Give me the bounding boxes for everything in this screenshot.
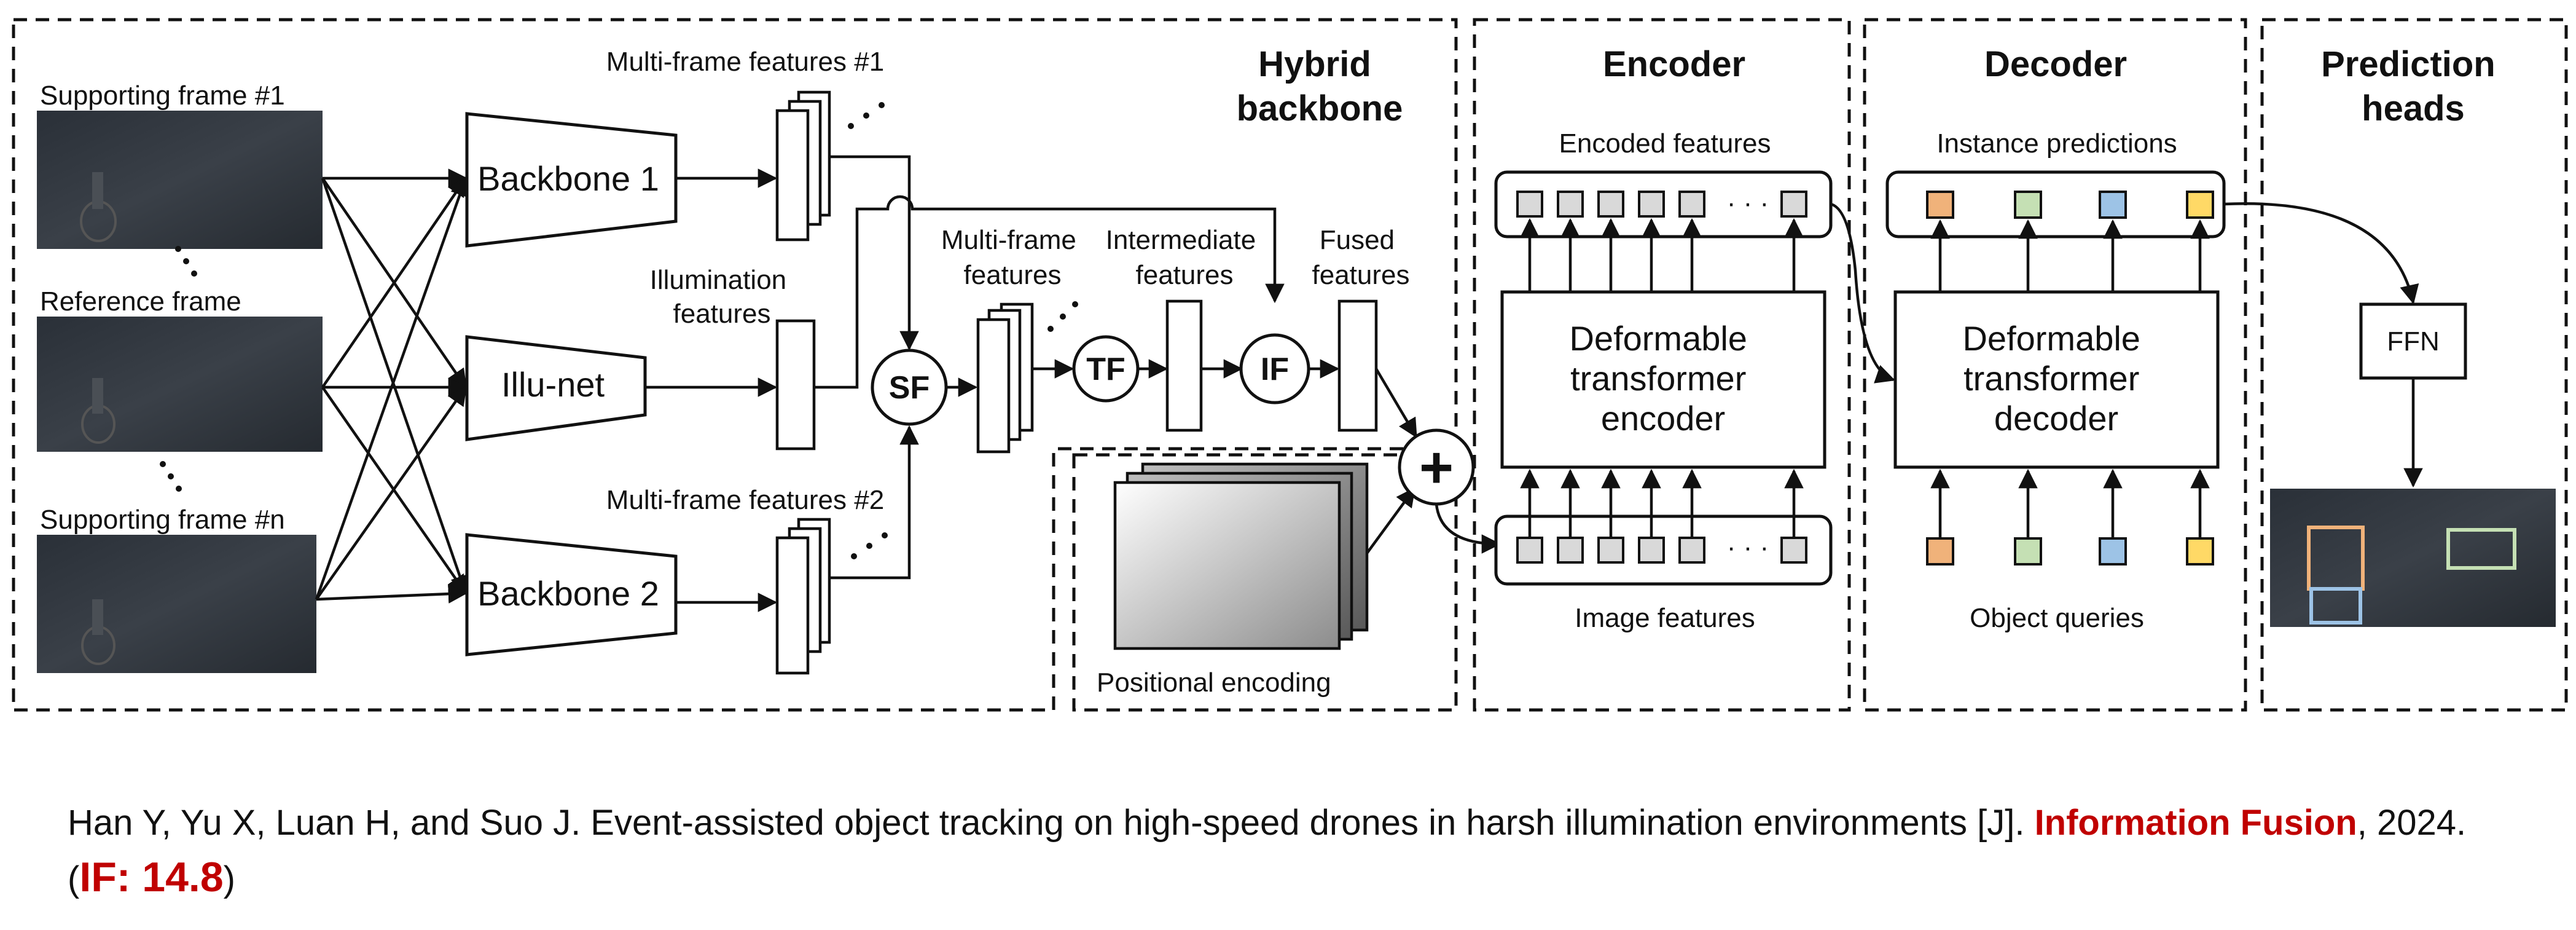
- positional-encoding-border: [1072, 453, 1458, 712]
- encoder-border: [1473, 18, 1851, 712]
- image-token: [1557, 537, 1584, 564]
- mf-dots: [1047, 301, 1078, 332]
- multi-frame-features-2-label: Multi-frame features #2: [606, 485, 884, 515]
- backbone-2-label: Backbone 2: [477, 574, 659, 613]
- deformable-encoder-label: Deformable transformer encoder: [1569, 319, 1756, 438]
- image-token-group: [1516, 537, 1807, 564]
- encoder-title: Encoder: [1603, 44, 1745, 84]
- mf1-dots: [848, 102, 885, 129]
- illumination-features-label: Illumination features: [650, 265, 794, 329]
- encoder-to-decoder-arrow: [1830, 202, 1895, 384]
- encoded-token: [1516, 191, 1543, 218]
- instance-predictions-row: [1885, 170, 2226, 238]
- architecture-diagram: Hybrid backbone Encoder Decoder Predicti…: [12, 18, 2568, 712]
- ffn-label: FFN: [2387, 326, 2440, 357]
- intermediate-features-label: Intermediate features: [1106, 225, 1264, 290]
- object-queries-label: Object queries: [1970, 603, 2144, 633]
- encoded-token: [1557, 191, 1584, 218]
- object-query: [2099, 537, 2127, 565]
- journal-name: Information Fusion: [2034, 803, 2357, 843]
- citation-close: ): [223, 859, 235, 899]
- object-query: [2186, 537, 2214, 565]
- frame-connections: [315, 168, 469, 604]
- image-features-label: Image features: [1575, 603, 1755, 633]
- add-symbol: +: [1419, 435, 1454, 500]
- backbone-2-block: Backbone 2: [465, 533, 678, 656]
- predictions-to-ffn-arrow: [2223, 202, 2419, 305]
- multi-frame-features-2-stack: [775, 518, 831, 675]
- backbone-1-block: Backbone 1: [465, 112, 678, 248]
- instance-prediction: [1926, 191, 1954, 219]
- multi-frame-features-1-stack: [775, 90, 831, 242]
- ffn-block: [2359, 302, 2467, 380]
- encoded-token-group: [1516, 191, 1807, 218]
- positional-encoding-label: Positional encoding: [1097, 668, 1331, 698]
- reference-frame-label: Reference frame: [40, 286, 241, 317]
- citation: Han Y, Yu X, Luan H, and Suo J. Event-as…: [68, 796, 2513, 907]
- deformable-encoder-block: [1500, 290, 1826, 469]
- supporting-frame-n-image: [37, 535, 316, 673]
- instance-prediction: [2099, 191, 2127, 219]
- encoded-token: [1638, 191, 1665, 218]
- fused-features-block: [1337, 299, 1378, 432]
- intermediate-features-block: [1165, 299, 1203, 432]
- reference-frame-image: [37, 317, 323, 452]
- encoded-token: [1678, 191, 1705, 218]
- image-token: [1638, 537, 1665, 564]
- section-borders: [12, 18, 2568, 712]
- deformable-decoder-label: Deformable transformer decoder: [1962, 319, 2150, 438]
- decoder-title: Decoder: [1984, 44, 2127, 84]
- prediction-heads-title: Prediction heads: [2321, 44, 2505, 128]
- decoder-queries-and-predictions: [1926, 191, 2214, 565]
- instance-predictions-label: Instance predictions: [1936, 128, 2177, 159]
- instance-prediction: [2186, 191, 2214, 219]
- supporting-frame-1-label: Supporting frame #1: [40, 81, 285, 111]
- image-token: [1597, 537, 1624, 564]
- fused-features-label: Fused features: [1312, 225, 1410, 290]
- mf2-dots: [851, 532, 888, 559]
- image-token: [1678, 537, 1705, 564]
- object-query: [2014, 537, 2042, 565]
- image-token: [1780, 537, 1807, 564]
- prediction-output-image: [2270, 489, 2556, 627]
- citation-text: Han Y, Yu X, Luan H, and Suo J. Event-as…: [68, 803, 2035, 843]
- supporting-frame-n-label: Supporting frame #n: [40, 505, 285, 535]
- supporting-frame-1-image: [37, 111, 323, 249]
- prediction-heads-border: [2260, 18, 2568, 712]
- add-to-image-features-arrow: [1435, 503, 1501, 554]
- instance-prediction: [2014, 191, 2042, 219]
- image-ellipsis: · · ·: [1727, 532, 1769, 562]
- hybrid-backbone-title: Hybrid backbone: [1237, 44, 1403, 128]
- citation-year: , 2024. (: [68, 803, 2467, 899]
- if-label: IF: [1261, 352, 1289, 387]
- multi-frame-features-label: Multi-frame features: [941, 225, 1084, 290]
- tf-label: TF: [1086, 352, 1126, 387]
- positional-encoding-stack: [1113, 462, 1369, 650]
- object-query: [1926, 537, 1954, 565]
- encoder-arrows: [1520, 218, 1804, 538]
- encoded-ellipsis: · · ·: [1727, 188, 1769, 218]
- illu-net-label: Illu-net: [501, 365, 605, 404]
- illu-net-block: Illu-net: [465, 335, 647, 441]
- hybrid-backbone-border: [12, 18, 1458, 712]
- multi-frame-features-1-label: Multi-frame features #1: [606, 47, 884, 77]
- encoded-features-label: Encoded features: [1559, 128, 1771, 159]
- decoder-border: [1863, 18, 2247, 712]
- backbone-1-label: Backbone 1: [477, 159, 659, 198]
- image-token: [1516, 537, 1543, 564]
- illumination-features-block: [775, 319, 816, 451]
- multi-frame-features-stack: [976, 302, 1034, 454]
- impact-factor: IF: 14.8: [79, 854, 224, 900]
- sf-label: SF: [889, 370, 930, 406]
- encoded-token: [1597, 191, 1624, 218]
- encoded-token: [1780, 191, 1807, 218]
- frame-ellipsis-dots: [160, 246, 197, 492]
- deformable-decoder-block: [1893, 290, 2220, 469]
- backbone-output-arrows: [645, 168, 778, 612]
- fusion-paths: [814, 155, 1285, 580]
